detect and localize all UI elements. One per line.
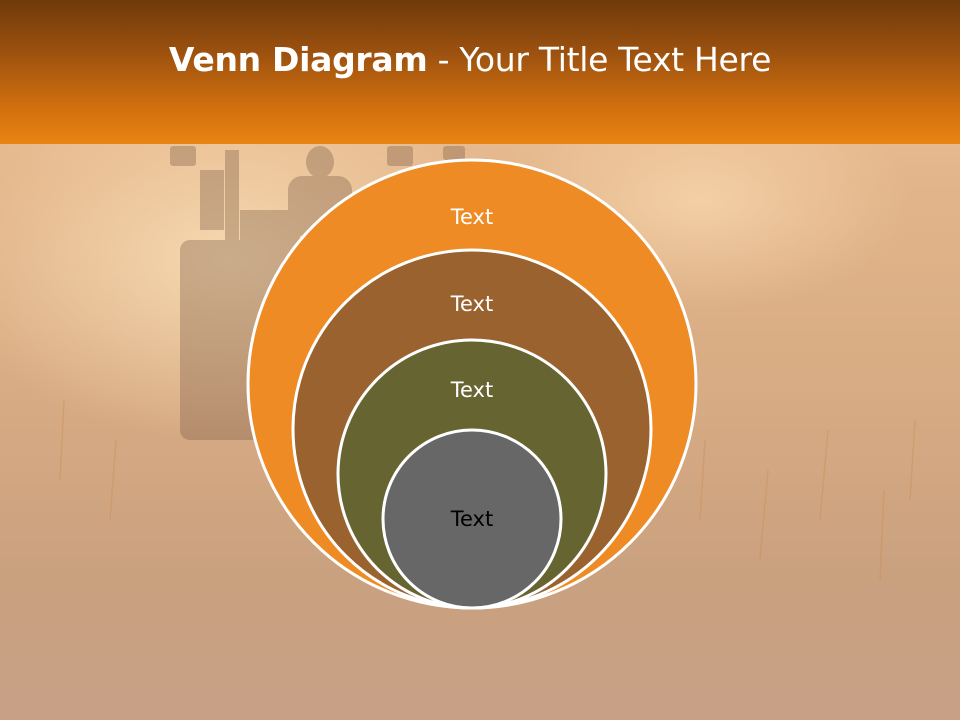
title-bold-part: Venn Diagram [168,40,428,79]
title-rest-part: - Your Title Text Here [427,40,772,79]
slide-title: Venn Diagram - Your Title Text Here [0,40,940,79]
circle-inner [381,428,563,610]
circle-third-label: Text [450,378,493,402]
circle-inner-label: Text [450,507,493,531]
circle-second-label: Text [450,292,493,316]
title-bar [0,0,960,144]
circle-outer-label: Text [450,205,493,229]
